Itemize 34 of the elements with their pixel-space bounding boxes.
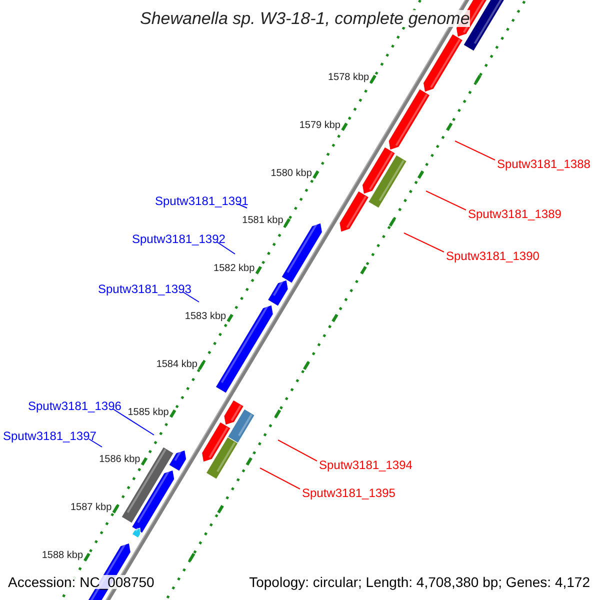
accession-label: Accession: NC_008750 (8, 575, 154, 589)
leader-line (404, 232, 444, 252)
scale-label: 1581 kbp (242, 216, 284, 226)
scale-label: 1587 kbp (70, 503, 112, 514)
leader-line (278, 440, 318, 462)
gene-label: Sputw3181_1395 (302, 487, 396, 499)
genome-title: Shewanella sp. W3-18-1, complete genome (140, 10, 470, 27)
scale-label: 1578 kbp (328, 73, 370, 83)
leader-line (454, 140, 496, 160)
leader-line (88, 438, 102, 448)
leader-line (426, 190, 466, 210)
leader-line (216, 242, 236, 254)
gene-label: Sputw3181_1391 (155, 195, 248, 207)
scale-label: 1585 kbp (128, 408, 169, 418)
leader-line (182, 292, 200, 302)
scale-label: 1579 kbp (299, 120, 340, 131)
scale-label: 1580 kbp (270, 168, 312, 179)
gene-label: Sputw3181_1389 (468, 208, 562, 220)
gene-label: Sputw3181_1397 (3, 430, 96, 442)
scale-label: 1586 kbp (99, 455, 140, 466)
leader-line (238, 204, 248, 208)
leader-line (112, 408, 154, 436)
genome-summary: Topology: circular; Length: 4,708,380 bp; Genes: 4,172 (249, 575, 590, 589)
gene-label: Sputw3181_1392 (132, 233, 226, 245)
scale-label: 1582 kbp (214, 264, 255, 274)
scale-label: 1584 kbp (156, 360, 198, 370)
leader-line (260, 468, 300, 490)
scale-label: 1588 kbp (42, 551, 84, 561)
gene-label: Sputw3181_1388 (497, 158, 590, 170)
gene-label: Sputw3181_1390 (446, 250, 540, 262)
gene-label: Sputw3181_1393 (98, 283, 192, 295)
gene-label: Sputw3181_1394 (319, 459, 412, 471)
scale-label: 1583 kbp (184, 312, 226, 322)
gene-label: Sputw3181_1396 (28, 400, 122, 412)
